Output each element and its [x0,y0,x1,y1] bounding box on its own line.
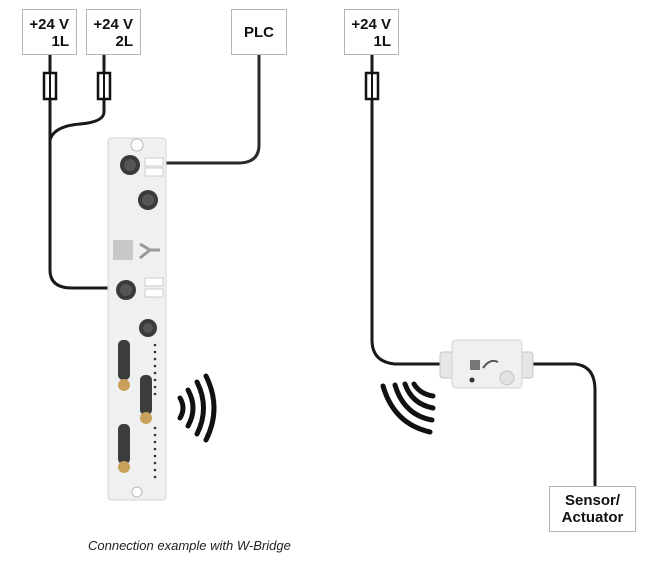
antenna-icon [140,375,152,424]
antenna-icon [118,424,130,473]
cable-2l [48,55,106,141]
sensor-actuator-box: Sensor/ Actuator [549,486,636,532]
supply-voltage-label: +24 V [351,16,391,33]
antenna-icon [118,340,130,391]
cable-1l-right [370,55,445,366]
plc-label: PLC [244,23,274,41]
bridge-device [439,339,534,389]
master-device [107,137,167,501]
sensor-label-line1: Sensor/ [564,492,621,509]
supply-line-label: 2L [115,33,133,50]
wireless-signal-icon [177,373,217,443]
fuse-icon [96,71,112,101]
cable-sensor [530,362,597,486]
supply-box-1l-right: +24 V 1L [344,9,399,55]
wireless-signal-icon [380,381,436,435]
supply-line-label: 1L [373,33,391,50]
cable-plc [130,55,261,165]
fuse-icon [364,71,380,101]
sensor-label-line2: Actuator [561,509,624,526]
cable-1l [48,55,125,290]
supply-line-label: 1L [51,33,69,50]
supply-box-2l: +24 V 2L [86,9,141,55]
supply-box-1l: +24 V 1L [22,9,77,55]
figure-caption: Connection example with W-Bridge [88,538,291,553]
supply-voltage-label: +24 V [29,16,69,33]
supply-voltage-label: +24 V [93,16,133,33]
plc-box: PLC [231,9,287,55]
fuse-icon [42,71,58,101]
